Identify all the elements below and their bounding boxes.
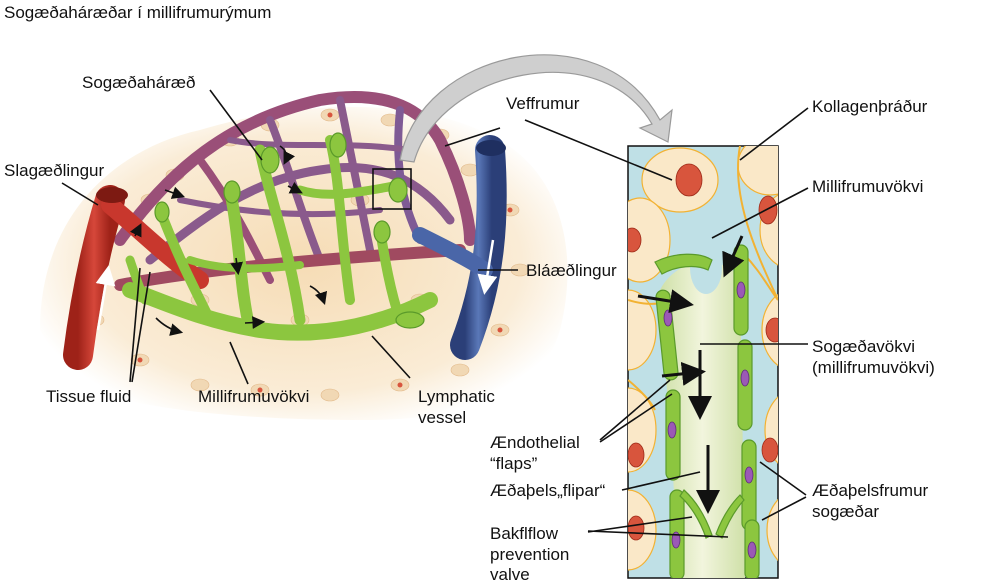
label-lymphatic-vessel-line2: vessel bbox=[418, 408, 466, 427]
magnification-box bbox=[372, 168, 412, 210]
label-tissue-fluid: Tissue fluid bbox=[46, 387, 131, 406]
label-lymphatic-vessel-line1: Lymphatic bbox=[418, 387, 495, 406]
label-arteriole: Slagæðlingur bbox=[4, 161, 105, 180]
label-interstitial-fluid-right: Millifrumuvökvi bbox=[812, 177, 923, 196]
label-venule: Bláæðlingur bbox=[526, 261, 617, 280]
label-valve-line2: prevention bbox=[490, 545, 569, 564]
label-lymph-capillary: Sogæðaháræð bbox=[82, 73, 195, 92]
label-lymph-line2: (millifrumuvökvi) bbox=[812, 358, 935, 377]
label-endothelial-flaps-line2: “flaps” bbox=[490, 454, 538, 473]
label-endothelial-flaps-is: Æðaþels„flipar“ bbox=[490, 481, 606, 500]
fluid-flow-arrows bbox=[129, 145, 328, 336]
label-interstitial-fluid-left: Millifrumuvökvi bbox=[198, 387, 309, 406]
labels: Sogæðaháræð Slagæðlingur Tissue fluid Mi… bbox=[4, 73, 935, 583]
panel-cell-nuclei bbox=[628, 163, 778, 541]
lymphatic-blind-ends bbox=[154, 132, 425, 329]
diagram-title: Sogæðaháræðar í millifrumurýmum bbox=[4, 3, 271, 22]
magnified-panel bbox=[627, 145, 779, 579]
panel-flow-arrows bbox=[637, 235, 745, 514]
label-endothelial-cells-line2: sogæðar bbox=[812, 502, 879, 521]
leader-lines bbox=[61, 89, 809, 538]
callout-arrow bbox=[399, 54, 673, 163]
label-endothelial-cells-line1: Æðaþelsfrumur bbox=[812, 481, 929, 500]
label-valve-line1: Bakflflow bbox=[490, 524, 559, 543]
label-tissue-cells: Veffrumur bbox=[506, 94, 580, 113]
label-endothelial-flaps-line1: Ændothelial bbox=[490, 433, 580, 452]
valve-flaps bbox=[679, 489, 745, 539]
label-lymph-line1: Sogæðavökvi bbox=[812, 337, 915, 356]
endothelial-nuclei bbox=[663, 281, 757, 559]
venule bbox=[412, 135, 507, 360]
label-valve-line3: valve bbox=[490, 565, 530, 583]
label-collagen: Kollagenþráður bbox=[812, 97, 928, 116]
